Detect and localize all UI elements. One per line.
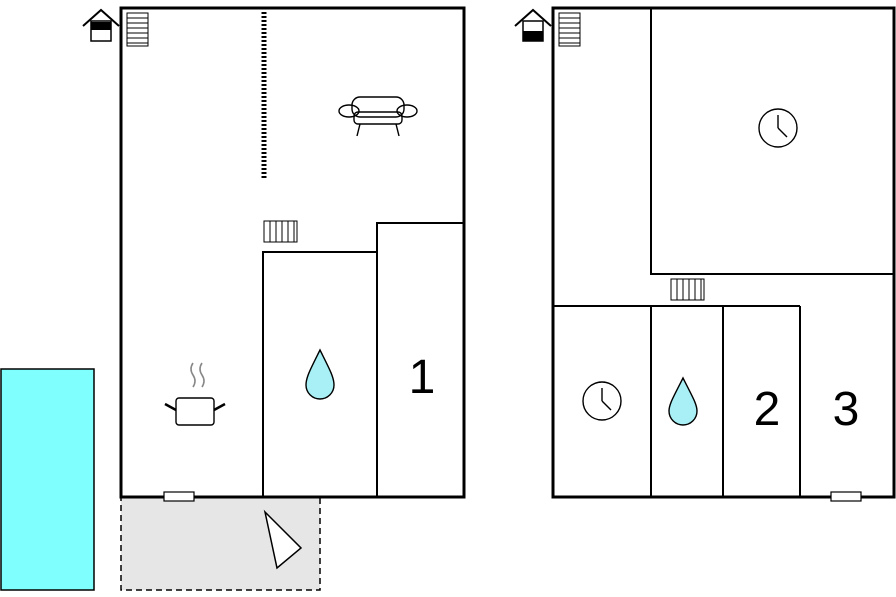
room-number: 1 xyxy=(409,351,436,404)
sun-lounger-icon xyxy=(263,509,303,570)
stairs-icon xyxy=(126,12,149,47)
room-1-wall xyxy=(376,222,464,252)
stairs-icon xyxy=(558,12,581,47)
bathroom-wall xyxy=(262,251,378,497)
pool xyxy=(0,368,95,591)
house-icon xyxy=(82,8,120,42)
ground-floor-outline xyxy=(119,6,466,499)
first-floor: 2 3 xyxy=(514,6,896,502)
room-number: 2 xyxy=(754,383,781,436)
upper-room-wall xyxy=(650,8,894,275)
room-number: 3 xyxy=(833,383,860,436)
radiator-icon xyxy=(670,278,705,301)
clock-icon xyxy=(758,108,798,148)
house-icon xyxy=(514,8,552,42)
window-icon xyxy=(163,491,195,502)
radiator-icon xyxy=(263,220,298,243)
water-drop-icon xyxy=(668,376,698,426)
cooking-pot-icon xyxy=(164,362,226,426)
water-drop-icon xyxy=(305,348,335,400)
clock-icon xyxy=(582,381,622,421)
sofa-icon xyxy=(338,96,418,137)
window-icon xyxy=(830,491,862,502)
ground-floor: 1 xyxy=(82,6,466,502)
